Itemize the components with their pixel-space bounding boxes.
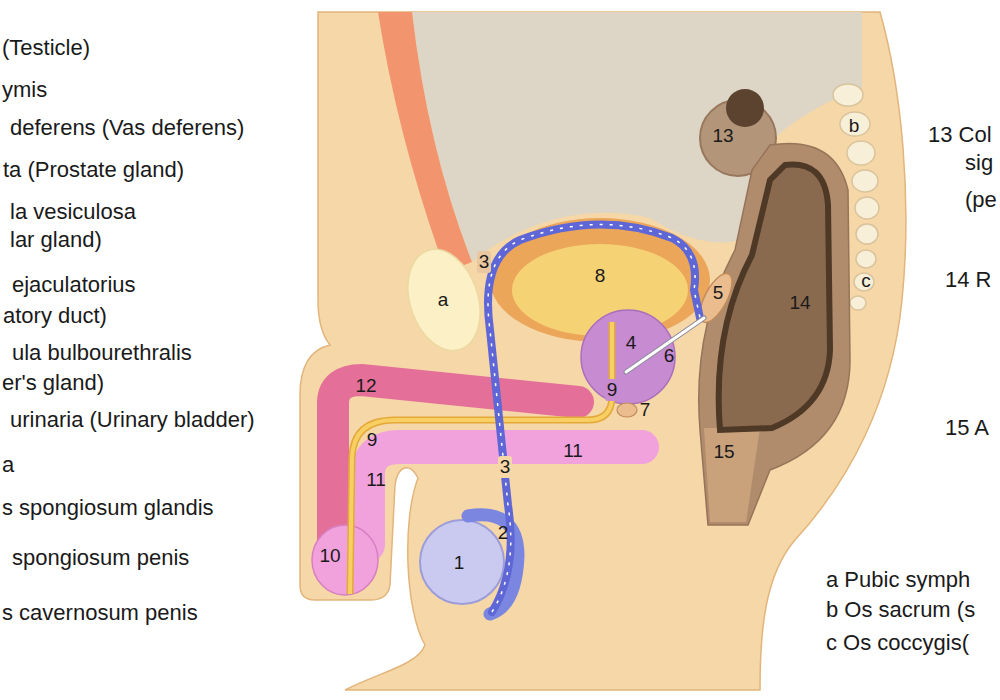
pubic-symphysis	[396, 240, 493, 360]
ejaculatory-duct-edge	[626, 318, 704, 372]
callout-number: 11	[563, 440, 583, 462]
part-label: c Os coccygis(	[826, 630, 969, 655]
ejaculatory-duct	[626, 318, 704, 372]
callout-number: c	[861, 270, 871, 292]
part-label: ejaculatorius	[12, 272, 136, 297]
callout-number: 14	[789, 292, 810, 314]
part-label: urinaria (Urinary bladder)	[10, 407, 255, 432]
vertebra	[855, 197, 879, 219]
part-label: ula bulbourethralis	[12, 340, 192, 365]
callout-number: 1	[454, 552, 465, 574]
vas-deferens	[488, 224, 700, 612]
vertebra	[856, 224, 878, 244]
part-label: s cavernosum penis	[2, 600, 198, 625]
bulbourethral-gland	[617, 403, 637, 417]
part-label: a	[2, 452, 14, 477]
vertebra	[840, 112, 870, 136]
callout-number: 8	[595, 265, 606, 287]
part-label: 15 A	[945, 415, 989, 440]
rectum-wall	[699, 143, 850, 525]
callout-number: 9	[367, 429, 378, 451]
body-section	[300, 12, 906, 690]
callout-number: 4	[626, 332, 637, 354]
callout-number: a	[438, 289, 449, 311]
part-label: atory duct)	[3, 303, 107, 328]
part-label: lar gland)	[10, 227, 102, 252]
part-label: (pe	[965, 187, 997, 212]
part-label: spongiosum penis	[12, 545, 189, 570]
anal-canal	[704, 428, 760, 522]
part-label: deferens (Vas deferens)	[10, 115, 244, 140]
rectum-lumen	[719, 165, 830, 431]
part-label: 14 R	[945, 267, 991, 292]
vertebra	[833, 84, 863, 106]
callout-number: 6	[664, 345, 675, 367]
callout-number: 15	[713, 441, 734, 463]
callout-number: 7	[640, 399, 651, 421]
callout-number: 2	[498, 522, 509, 544]
callout-number: 3	[477, 251, 492, 273]
glans	[312, 525, 378, 595]
part-label: b Os sacrum (s	[826, 597, 975, 622]
part-label: s spongiosum glandis	[2, 495, 214, 520]
vertebra	[856, 250, 876, 268]
vertebra	[850, 296, 866, 310]
part-label: ymis	[2, 77, 47, 102]
callout-number: 3	[498, 456, 513, 478]
abdominal-wall	[378, 12, 472, 272]
callout-number: 5	[713, 282, 724, 304]
callout-number: 12	[355, 375, 376, 397]
part-label: sig	[965, 150, 993, 175]
callout-number: 13	[712, 125, 733, 147]
part-label: (Testicle)	[2, 35, 90, 60]
callout-number: 9	[605, 379, 620, 401]
callout-number: b	[849, 115, 860, 137]
vertebra	[852, 170, 878, 192]
colon-lumen	[726, 89, 764, 127]
callout-number: 10	[319, 545, 340, 567]
vertebra	[847, 141, 875, 165]
part-label: ta (Prostate gland)	[3, 157, 184, 182]
prostate	[581, 310, 675, 404]
part-label: 13 Col	[928, 122, 992, 147]
part-label: a Pubic symph	[826, 567, 970, 592]
part-label: er's gland)	[2, 370, 104, 395]
callout-number: 11	[366, 469, 386, 491]
part-label: la vesiculosa	[10, 199, 136, 224]
testicle	[420, 520, 504, 604]
vas-deferens-core	[488, 224, 700, 612]
